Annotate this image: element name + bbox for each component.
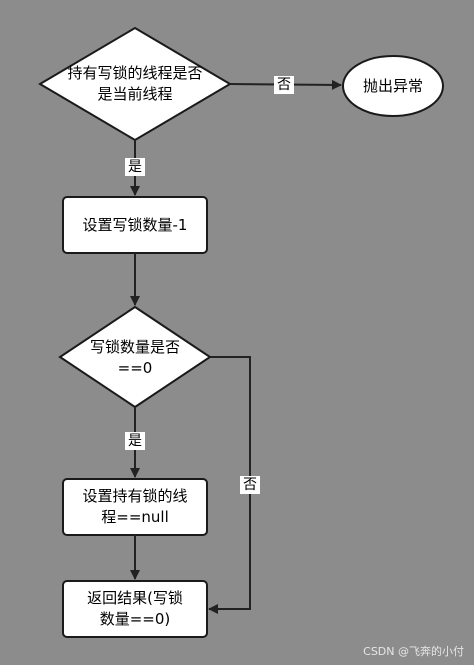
decrement-count-label: 设置写锁数量-1 [82, 215, 188, 234]
return-result-box [62, 580, 208, 638]
edge-label-yes-decrement: 是 [125, 158, 145, 176]
decision-zero-line2: ==0 [117, 359, 153, 377]
throw-exception-ellipse [342, 55, 444, 117]
clear-holder-line2: 程==null [101, 508, 169, 526]
decision-holder-line1: 持有写锁的线程是否 [67, 64, 203, 82]
return-result-line2: 数量==0) [99, 610, 171, 628]
return-result-text: 返回结果(写锁 数量==0) [63, 581, 207, 637]
return-result-line1: 返回结果(写锁 [87, 589, 183, 607]
edge-label-no-return: 否 [240, 476, 260, 494]
decrement-count-text: 设置写锁数量-1 [63, 197, 207, 253]
decision-holder-text: 持有写锁的线程是否 是当前线程 [55, 62, 215, 106]
decision-holder-line2: 是当前线程 [97, 85, 173, 103]
edge-label-no-exception: 否 [274, 76, 294, 94]
edge-label-yes-clear: 是 [125, 432, 145, 450]
throw-exception-text: 抛出异常 [345, 74, 441, 98]
decision-zero-line1: 写锁数量是否 [89, 338, 180, 356]
decision-zero-text: 写锁数量是否 ==0 [70, 336, 200, 380]
clear-holder-text: 设置持有锁的线 程==null [63, 479, 207, 535]
throw-exception-label: 抛出异常 [362, 76, 423, 95]
clear-holder-line1: 设置持有锁的线 [82, 487, 188, 505]
watermark: CSDN @飞奔的小付 [363, 645, 464, 658]
